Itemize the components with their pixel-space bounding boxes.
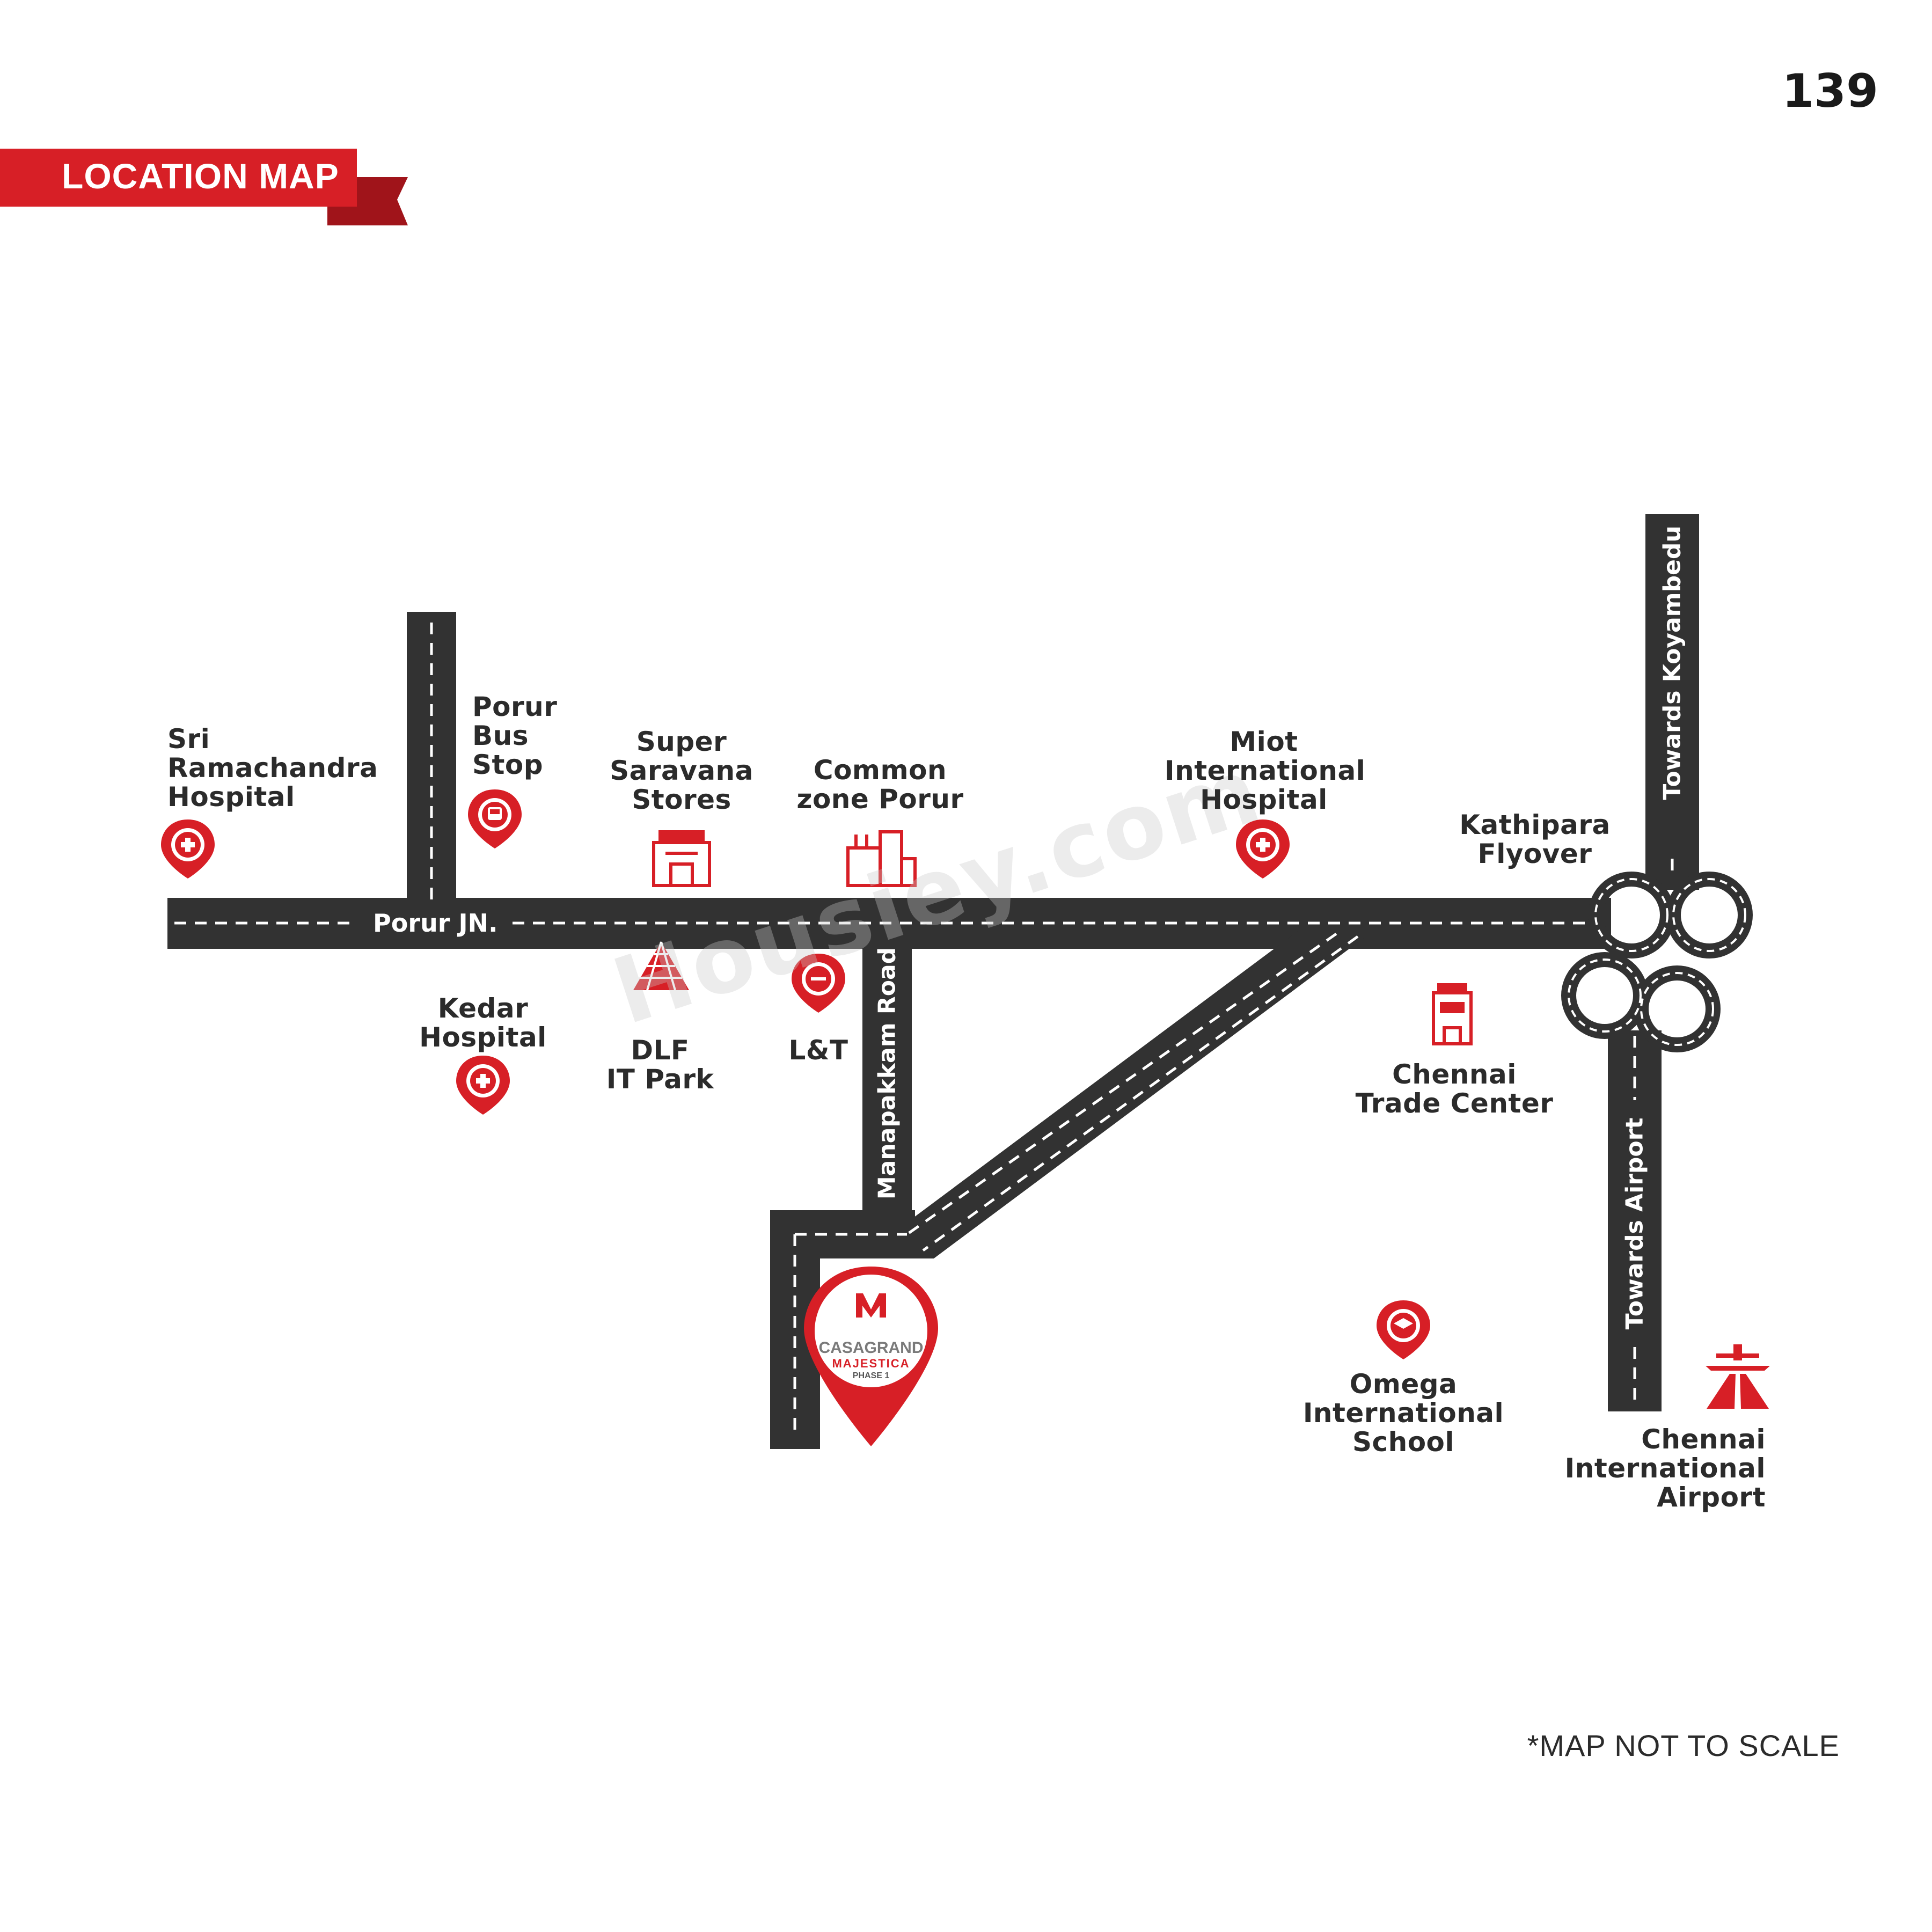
- lane-markings: [174, 623, 1674, 1438]
- map-scale-note: *MAP NOT TO SCALE: [1527, 1729, 1840, 1762]
- manapakkam-road: [862, 923, 912, 1224]
- section-title: LOCATION MAP: [62, 156, 339, 196]
- airport-label: Chennai International Airport: [1564, 1424, 1766, 1513]
- project-name: MAJESTICA: [832, 1357, 910, 1370]
- kathipara-label: Kathipara Flyover: [1459, 809, 1611, 869]
- towards-koyambedu-label: Towards Koyambedu: [1658, 525, 1686, 800]
- bus-pin-icon: [468, 789, 522, 848]
- common-zone-label: Common zone Porur: [796, 755, 964, 815]
- kathipara-flyover-cloverleaf: [1561, 872, 1753, 1052]
- hospital-pin-icon: [161, 819, 215, 879]
- hospital-pin-icon: [456, 1056, 510, 1115]
- super-saravana-label: Super Saravana Stores: [610, 726, 753, 815]
- trade-center-building-icon: [1432, 983, 1473, 1045]
- manapakkam-road-label: Manapakkam Road: [873, 947, 901, 1200]
- project-location-pin-icon: [804, 1267, 938, 1446]
- section-ribbon: [0, 149, 408, 225]
- project-brand: CASAGRAND: [818, 1339, 924, 1357]
- roads: [167, 514, 1699, 1449]
- project-phase: PHASE 1: [852, 1371, 890, 1380]
- omega-school-label: Omega International School: [1302, 1368, 1504, 1458]
- dlf-label: DLF IT Park: [606, 1035, 714, 1095]
- chennai-trade-center-label: Chennai Trade Center: [1355, 1059, 1554, 1119]
- page-number: 139: [1782, 64, 1878, 118]
- office-building-icon: [846, 830, 917, 887]
- lt-pin-icon: [792, 954, 845, 1013]
- store-building-icon: [652, 830, 711, 887]
- school-pin-icon: [1377, 1300, 1430, 1359]
- sri-ramachandra-label: Sri Ramachandra Hospital: [167, 723, 378, 813]
- airport-plane-icon: [1706, 1344, 1770, 1409]
- miot-label: Miot International Hospital: [1165, 726, 1366, 815]
- porur-junction-label: Porur JN.: [368, 909, 503, 938]
- dlf-logo-icon: [633, 941, 689, 991]
- porur-bus-stop-label: Porur Bus Stop: [472, 691, 558, 780]
- kedar-label: Kedar Hospital: [419, 993, 547, 1053]
- project-road: [770, 1210, 915, 1449]
- diagonal-road: [859, 928, 1377, 1258]
- towards-airport-label: Towards Airport: [1621, 1117, 1649, 1330]
- koyambedu-road: [1645, 514, 1699, 890]
- hospital-pin-icon: [1236, 819, 1290, 879]
- lt-label: L&T: [788, 1035, 848, 1066]
